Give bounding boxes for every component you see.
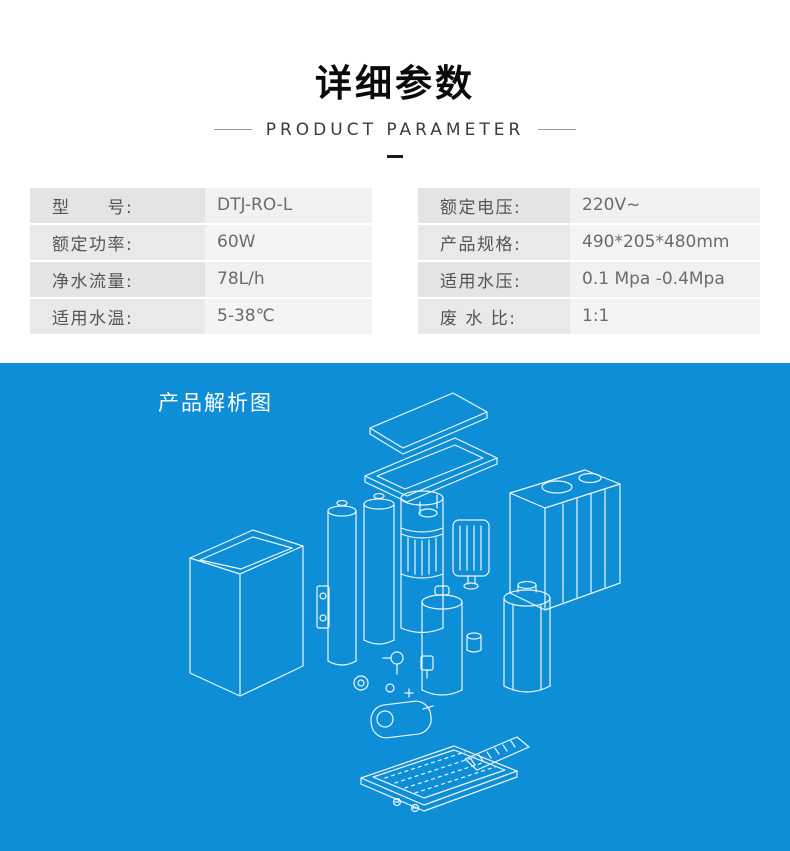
exploded-diagram-illustration — [189, 392, 621, 813]
spec-label-voltage: 额定电压: — [418, 187, 570, 223]
spec-label-water-temp: 适用水温: — [30, 298, 205, 334]
subtitle-row: PRODUCT PARAMETER — [0, 120, 790, 140]
part-top-frame — [364, 437, 498, 518]
part-comb-strip — [464, 736, 530, 771]
table-row: 产品规格: 490*205*480mm — [418, 224, 760, 260]
part-filter-cylinders — [327, 490, 490, 696]
part-small-fittings — [316, 585, 482, 698]
spec-value-water-temp: 5-38℃ — [205, 298, 372, 334]
table-row: 型 号: DTJ-RO-L — [30, 187, 372, 223]
diagram-title: 产品解析图 — [158, 391, 273, 415]
spec-value-flow: 78L/h — [205, 261, 372, 297]
spec-label-size: 产品规格: — [418, 224, 570, 260]
page-title: 详细参数 — [315, 62, 475, 105]
spec-value-power: 60W — [205, 224, 372, 260]
spec-label-power: 额定功率: — [30, 224, 205, 260]
table-row: 适用水压: 0.1 Mpa -0.4Mpa — [418, 261, 760, 297]
table-row: 额定功率: 60W — [30, 224, 372, 260]
spec-table-right: 额定电压: 220V~ 产品规格: 490*205*480mm 适用水压: 0.… — [418, 187, 760, 336]
section-header: 详细参数 PRODUCT PARAMETER — [0, 0, 790, 158]
spec-value-waste-ratio: 1:1 — [570, 298, 760, 334]
part-pump — [370, 700, 434, 739]
part-right-filter — [503, 580, 551, 693]
parameter-panel: 详细参数 PRODUCT PARAMETER 型 号: DTJ-RO-L 额定功… — [0, 0, 790, 363]
spec-value-size: 490*205*480mm — [570, 224, 760, 260]
part-base-tray — [360, 745, 518, 812]
table-row: 废 水 比: 1:1 — [418, 298, 760, 334]
page-subtitle: PRODUCT PARAMETER — [265, 119, 525, 140]
part-top-lid — [369, 392, 488, 455]
spec-value-water-pressure: 0.1 Mpa -0.4Mpa — [570, 261, 760, 297]
spec-label-water-pressure: 适用水压: — [418, 261, 570, 297]
spec-label-waste-ratio: 废 水 比: — [418, 298, 570, 334]
spec-table-left: 型 号: DTJ-RO-L 额定功率: 60W 净水流量: 78L/h 适用水温… — [30, 187, 372, 336]
exploded-view-section: 产品解析图 — [0, 363, 790, 851]
table-row: 额定电压: 220V~ — [418, 187, 760, 223]
spec-value-voltage: 220V~ — [570, 187, 760, 223]
part-screws — [392, 797, 420, 813]
part-water-tank — [189, 529, 304, 697]
subtitle-line-left — [213, 129, 252, 131]
spec-value-model: DTJ-RO-L — [205, 187, 372, 223]
part-housing-shell — [509, 469, 621, 611]
spec-label-model: 型 号: — [30, 187, 205, 223]
table-row: 净水流量: 78L/h — [30, 261, 372, 297]
table-row: 适用水温: 5-38℃ — [30, 298, 372, 334]
subtitle-line-right — [538, 129, 577, 131]
title-dash — [387, 154, 403, 158]
spec-tables: 型 号: DTJ-RO-L 额定功率: 60W 净水流量: 78L/h 适用水温… — [0, 187, 790, 336]
spec-label-flow: 净水流量: — [30, 261, 205, 297]
